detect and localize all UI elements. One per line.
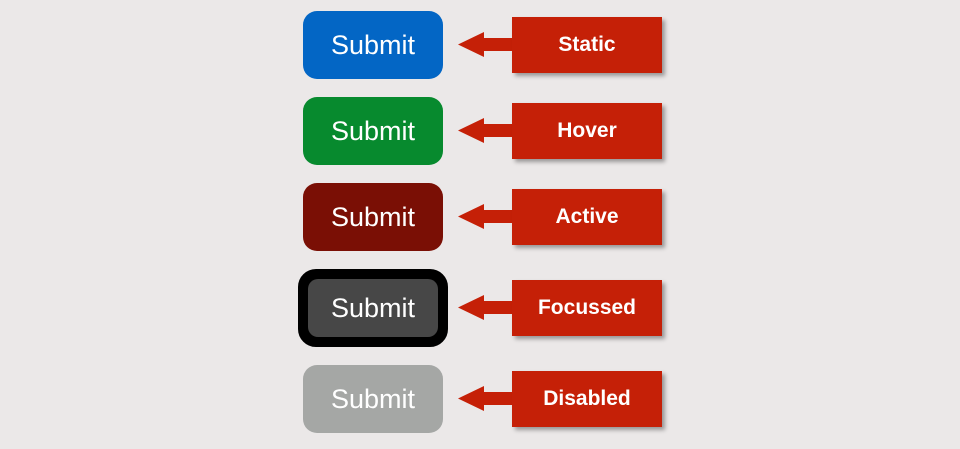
callout-disabled: Disabled — [512, 371, 662, 427]
callout-disabled-text: Disabled — [543, 387, 631, 410]
submit-button-focussed-label: Submit — [330, 292, 416, 323]
arrow-active — [458, 204, 512, 229]
submit-button-static[interactable]: Submit — [303, 11, 443, 79]
submit-button-focussed-inner: Submit — [308, 279, 438, 337]
arrow-disabled — [458, 386, 512, 411]
callout-focussed: Focussed — [512, 280, 662, 336]
arrow-hover — [458, 118, 512, 143]
submit-button-hover-label: Submit — [330, 115, 416, 146]
callout-hover-text: Hover — [557, 119, 617, 142]
submit-button-active[interactable]: Submit — [303, 183, 443, 251]
callout-focussed-text: Focussed — [537, 296, 637, 319]
submit-button-hover[interactable]: Submit — [303, 97, 443, 165]
submit-button-static-label: Submit — [330, 29, 416, 60]
callout-active: Active — [512, 189, 662, 245]
submit-button-focussed[interactable]: Submit — [298, 269, 448, 347]
submit-button-disabled: Submit — [303, 365, 443, 433]
submit-button-active-label: Submit — [330, 201, 416, 232]
arrow-static — [458, 32, 512, 57]
arrow-focussed — [458, 295, 512, 320]
callout-static: Static — [512, 17, 662, 73]
submit-button-disabled-label: Submit — [330, 383, 416, 414]
callout-static-text: Static — [558, 33, 616, 56]
callout-active-text: Active — [555, 205, 619, 228]
callout-hover: Hover — [512, 103, 662, 159]
